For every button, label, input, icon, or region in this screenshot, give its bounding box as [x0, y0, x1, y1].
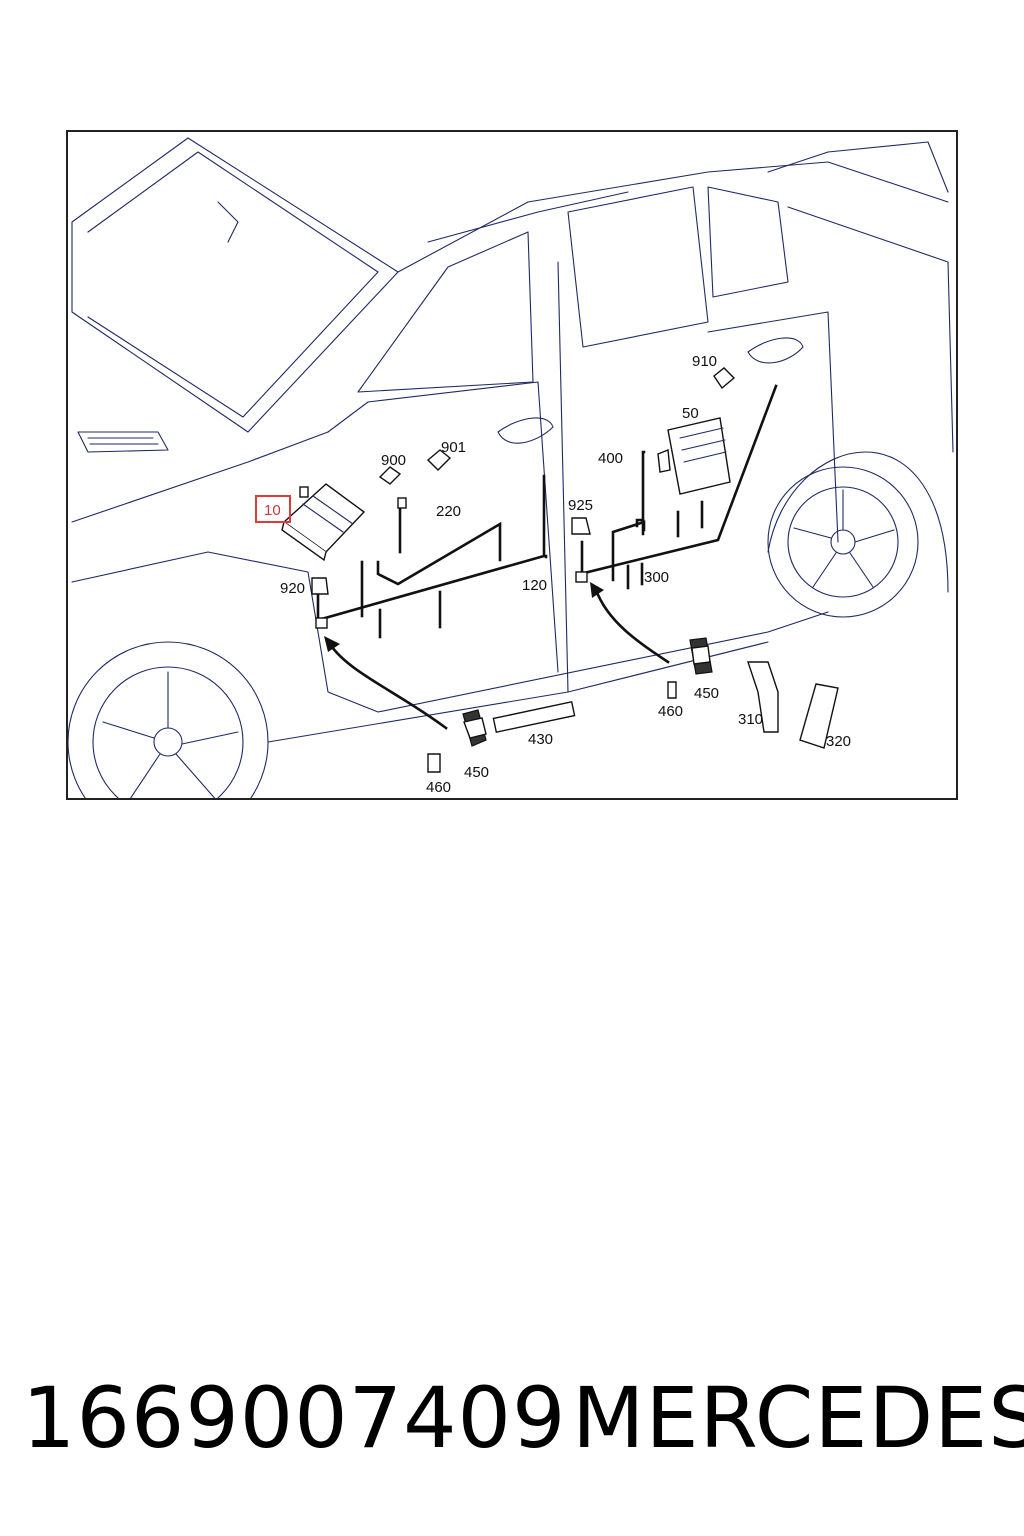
callout-900: 900: [381, 452, 406, 469]
footer: 1669007409 MERCEDES: [0, 1368, 1024, 1478]
callout-120: 120: [522, 577, 547, 594]
arrows: [324, 582, 670, 730]
callout-460-rear: 460: [658, 703, 683, 720]
callout-labels: 10 900 901 220 920 120 910 50 400 925 30…: [255, 353, 851, 796]
callout-310: 310: [738, 711, 763, 728]
callout-920: 920: [280, 580, 305, 597]
part-number: 1669007409: [22, 1369, 567, 1467]
callout-10: 10: [264, 502, 281, 519]
callout-450-front: 450: [464, 764, 489, 781]
rear-door-control-module: [657, 417, 731, 495]
callout-320: 320: [826, 733, 851, 750]
callout-220: 220: [436, 503, 461, 520]
wiring-harness-illustration: 10 900 901 220 920 120 910 50 400 925 30…: [68, 137, 954, 798]
callout-430: 430: [528, 731, 553, 748]
callout-300: 300: [644, 569, 669, 586]
rear-door-harness: [544, 384, 778, 590]
callout-925: 925: [568, 497, 593, 514]
callout-460-front: 460: [426, 779, 451, 796]
front-wheel: [68, 641, 269, 798]
front-door-harness: [316, 474, 546, 639]
rear-wheel: [767, 451, 949, 618]
callout-450-rear: 450: [694, 685, 719, 702]
hardware-parts: [427, 637, 839, 773]
callout-910: 910: [692, 353, 717, 370]
callout-901: 901: [441, 439, 466, 456]
highlight-box: [255, 495, 291, 523]
brand-name: MERCEDES: [572, 1369, 1024, 1467]
vehicle-outline: [68, 137, 954, 798]
front-door-control-module: [281, 483, 366, 562]
callout-50: 50: [682, 405, 699, 422]
callout-400: 400: [598, 450, 623, 467]
parts-diagram: 10 900 901 220 920 120 910 50 400 925 30…: [66, 130, 958, 800]
connectors: [311, 367, 736, 629]
